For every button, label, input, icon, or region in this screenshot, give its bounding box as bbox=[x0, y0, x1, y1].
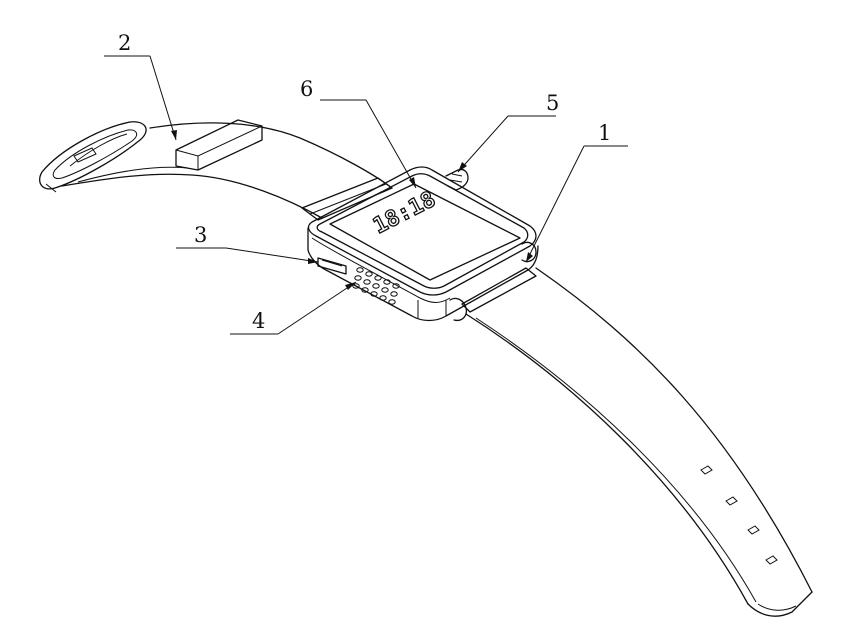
right-strap bbox=[461, 267, 813, 617]
label-6: 6 bbox=[300, 77, 417, 189]
watch-case: 18:18 bbox=[307, 166, 539, 322]
screen-time: 18:18 bbox=[369, 187, 439, 239]
label-3: 3 bbox=[176, 223, 319, 264]
label-4-text: 4 bbox=[252, 309, 265, 333]
speaker-holes bbox=[352, 267, 400, 305]
label-4: 4 bbox=[230, 281, 357, 335]
label-5-text: 5 bbox=[546, 91, 559, 115]
card-slot bbox=[317, 257, 347, 275]
label-6-text: 6 bbox=[300, 77, 313, 101]
left-strap bbox=[39, 119, 393, 221]
label-5: 5 bbox=[457, 91, 559, 173]
label-1-text: 1 bbox=[598, 121, 611, 145]
label-1: 1 bbox=[525, 121, 628, 263]
strap-holes bbox=[700, 465, 778, 565]
label-3-text: 3 bbox=[194, 223, 207, 247]
label-2-text: 2 bbox=[118, 31, 131, 55]
label-2: 2 bbox=[104, 31, 177, 141]
display-screen bbox=[329, 183, 521, 281]
